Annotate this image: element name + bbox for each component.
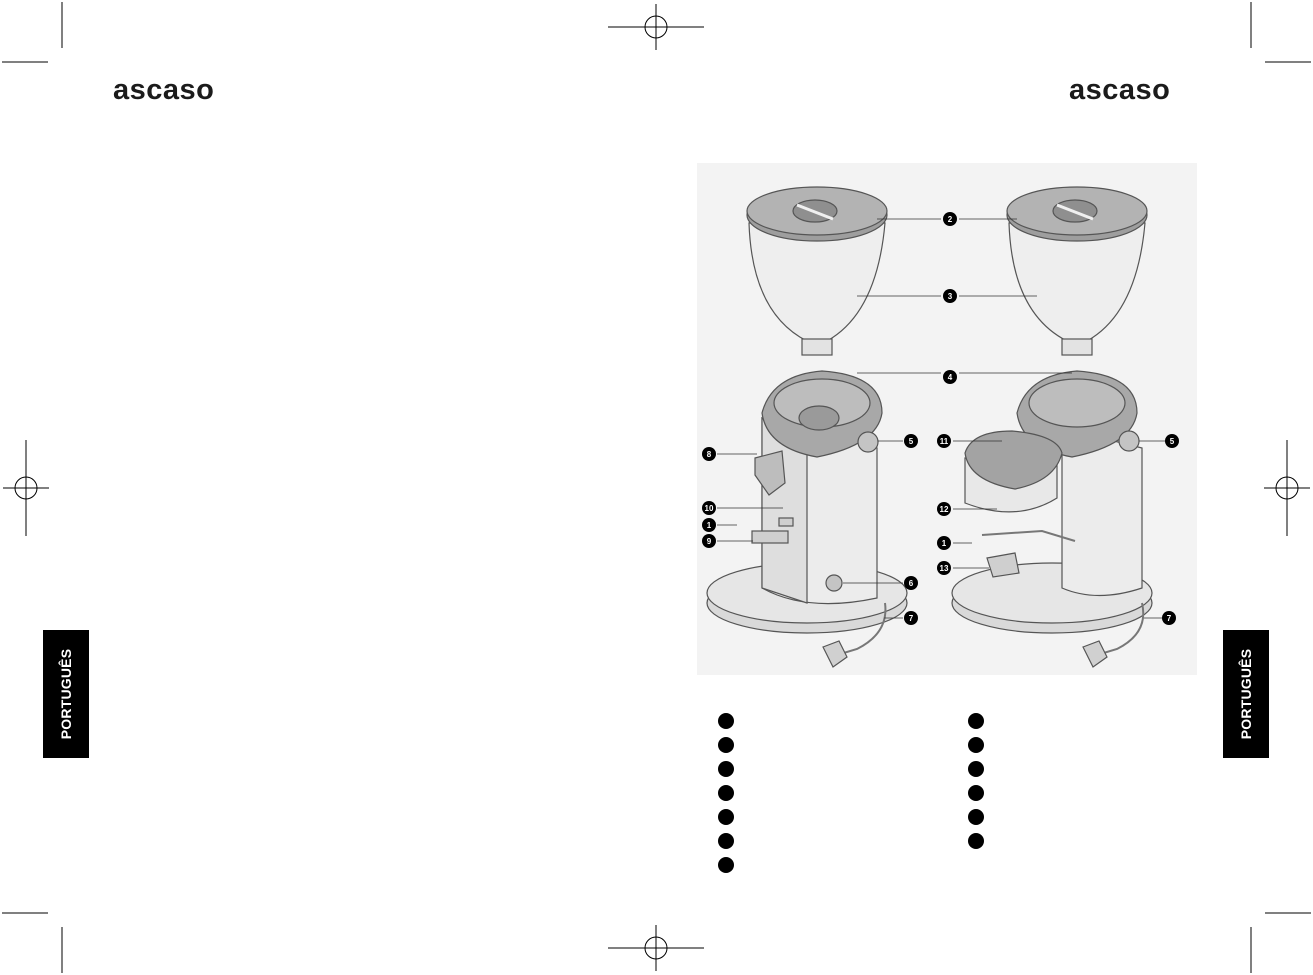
callout-5-left: 5 <box>904 434 918 448</box>
svg-text:9: 9 <box>707 537 712 546</box>
hopper-left <box>746 186 888 356</box>
callout-10: 10 <box>702 501 716 515</box>
hopper-right <box>1006 186 1148 356</box>
callout-markers: 2 3 4 5 5 8 10 1 9 6 7 7 11 12 1 13 <box>702 212 1179 625</box>
callout-1-right: 1 <box>937 536 951 550</box>
svg-text:10: 10 <box>705 504 714 513</box>
svg-text:4: 4 <box>948 373 953 382</box>
legend-bullet <box>968 737 984 753</box>
legend-bullet <box>718 737 734 753</box>
callout-11: 11 <box>937 434 951 448</box>
brand-logo-left: ascaso <box>113 74 215 106</box>
legend-bullet <box>718 857 734 873</box>
legend-bullet <box>968 713 984 729</box>
callout-9: 9 <box>702 534 716 548</box>
callout-6: 6 <box>904 576 918 590</box>
legend-bullet <box>968 833 984 849</box>
svg-text:1: 1 <box>942 539 947 548</box>
callout-8: 8 <box>702 447 716 461</box>
legend-bullet <box>718 833 734 849</box>
grinder-body-right <box>951 370 1153 668</box>
legend-bullet <box>968 809 984 825</box>
grinder-body-left <box>706 370 908 668</box>
callout-2: 2 <box>943 212 957 226</box>
legend-bullet <box>718 785 734 801</box>
callout-4: 4 <box>943 370 957 384</box>
grinder-parts-figure: 2 3 4 5 5 8 10 1 9 6 7 7 11 12 1 13 <box>697 163 1197 675</box>
language-tab-label: PORTUGUÊS <box>1238 648 1254 740</box>
legend-bullet <box>718 809 734 825</box>
callout-1-left: 1 <box>702 518 716 532</box>
legend-bullet <box>718 761 734 777</box>
svg-text:5: 5 <box>1170 437 1175 446</box>
svg-text:13: 13 <box>940 564 949 573</box>
language-tab-label: PORTUGUÊS <box>58 648 74 740</box>
callout-12: 12 <box>937 502 951 516</box>
svg-text:12: 12 <box>940 505 949 514</box>
language-tab-right: PORTUGUÊS <box>1223 630 1269 758</box>
grinder-illustration: 2 3 4 5 5 8 10 1 9 6 7 7 11 12 1 13 <box>702 186 1179 668</box>
svg-text:8: 8 <box>707 450 712 459</box>
svg-text:1: 1 <box>707 521 712 530</box>
language-tab-left: PORTUGUÊS <box>43 630 89 758</box>
svg-text:5: 5 <box>909 437 914 446</box>
callout-7-left: 7 <box>904 611 918 625</box>
brand-logo-right: ascaso <box>1069 74 1171 106</box>
callout-5-right: 5 <box>1165 434 1179 448</box>
callout-3: 3 <box>943 289 957 303</box>
svg-text:2: 2 <box>948 215 953 224</box>
svg-text:7: 7 <box>1167 614 1172 623</box>
svg-text:6: 6 <box>909 579 914 588</box>
svg-text:3: 3 <box>948 292 953 301</box>
legend-bullet <box>968 785 984 801</box>
leader-lines <box>717 218 1165 619</box>
callout-7-right: 7 <box>1162 611 1176 625</box>
callout-13: 13 <box>937 561 951 575</box>
svg-text:11: 11 <box>940 437 949 446</box>
legend-bullet <box>968 761 984 777</box>
svg-text:7: 7 <box>909 614 914 623</box>
legend-bullet <box>718 713 734 729</box>
